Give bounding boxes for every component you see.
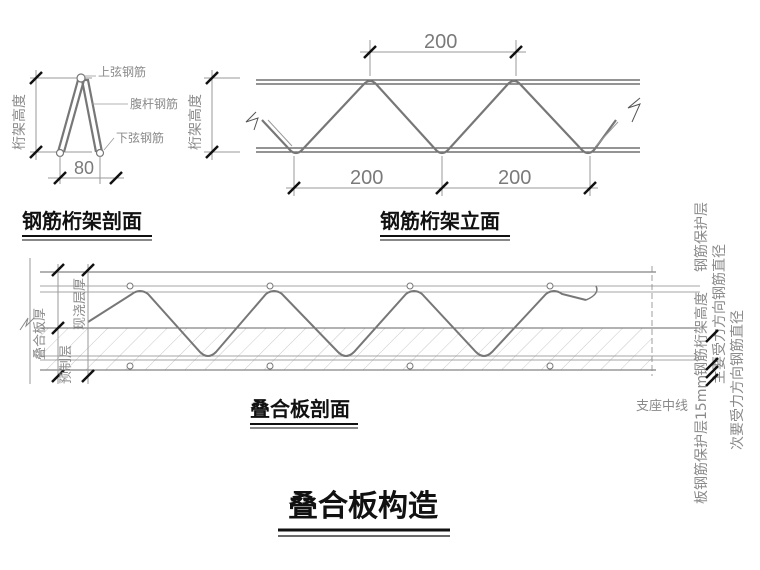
dim-tick [109, 171, 123, 185]
slab-section-title: 叠合板剖面 [250, 397, 350, 421]
break-symbol-right [627, 97, 641, 123]
rebar-dot [266, 282, 274, 290]
rebar-dot [406, 362, 414, 370]
truss-section: 上弦钢筋 腹杆钢筋 下弦钢筋 桁架高度 80 钢筋桁架剖面 [11, 64, 178, 241]
dim-tick [53, 171, 67, 185]
rebar-dot [126, 282, 134, 290]
dim-tick [509, 45, 523, 59]
leader-line [103, 137, 115, 151]
label-top-chord: 上弦钢筋 [98, 64, 146, 79]
dim-tick [29, 71, 43, 85]
break-symbol-left [245, 111, 259, 131]
dim-tick [205, 145, 219, 159]
break-symbol-slab [19, 317, 35, 331]
dim-tick [29, 145, 43, 159]
dim-200-bottom-right: 200 [498, 167, 531, 189]
label-cast-layer: 现浇层厚 [73, 278, 88, 330]
main-title: 叠合板构造 [288, 489, 438, 524]
dim-tick [51, 263, 65, 277]
dim-tick [705, 365, 719, 379]
dim-tick [363, 45, 377, 59]
note-main-rebar: 主要受力方向钢筋直径 [711, 244, 728, 384]
dim-tick [705, 373, 719, 387]
truss-section-title: 钢筋桁架剖面 [22, 209, 142, 233]
truss-elevation-title: 钢筋桁架立面 [380, 209, 500, 233]
truss-elevation: 200 200 200 桁架高度 钢筋桁架立面 [187, 31, 641, 241]
label-bottom-chord: 下弦钢筋 [116, 130, 164, 145]
dim-200-bottom-left: 200 [350, 167, 383, 189]
dim-200-top: 200 [424, 31, 457, 53]
note-secondary-rebar: 次要受力方向钢筋直径 [729, 310, 746, 450]
note-truss-height: 钢筋桁架高度 [693, 292, 710, 376]
dim-tick [287, 181, 301, 195]
dim-tick [705, 357, 719, 371]
label-precast-layer: 预制层 [59, 345, 74, 384]
rebar-dot [126, 362, 134, 370]
dim-tick [81, 263, 95, 277]
note-slab-cover: 板钢筋保护层15mm [693, 375, 710, 504]
dim-tick [583, 181, 597, 195]
web-rebar-wave [261, 79, 617, 155]
label-support-centerline: 支座中线 [636, 399, 688, 414]
web-rebar-right [80, 78, 104, 153]
web-rebar-left [56, 78, 86, 153]
dim-tick [205, 71, 219, 85]
bottom-chord-rebar [95, 148, 105, 158]
truss-web-rebar [87, 290, 587, 357]
label-truss-height-elev: 桁架高度 [187, 94, 204, 150]
bottom-chord-rebar [55, 148, 65, 158]
note-rebar-cover: 钢筋保护层 [693, 202, 710, 272]
label-truss-height: 桁架高度 [11, 94, 28, 150]
dim-tick [81, 369, 95, 383]
rebar-dot [266, 362, 274, 370]
dim-80: 80 [74, 158, 94, 178]
main-title-group: 叠合板构造 [278, 489, 450, 537]
dim-tick [435, 181, 449, 195]
rebar-dot [546, 282, 554, 290]
dim-tick [705, 329, 719, 343]
web-rebar-wave-inner [267, 119, 619, 147]
label-slab-thickness: 叠合板厚 [33, 308, 48, 360]
truss-end-hook [585, 285, 598, 301]
dim-tick [51, 321, 65, 335]
slab-section: 叠合板厚 预制层 现浇层厚 板钢筋保护层15mm 钢筋桁架高度 钢筋保护层 次要… [19, 202, 746, 504]
top-chord-rebar [76, 73, 86, 83]
label-web-rebar: 腹杆钢筋 [130, 96, 178, 111]
rebar-dot [406, 282, 414, 290]
rebar-dot [546, 362, 554, 370]
dim-tick [51, 369, 65, 383]
